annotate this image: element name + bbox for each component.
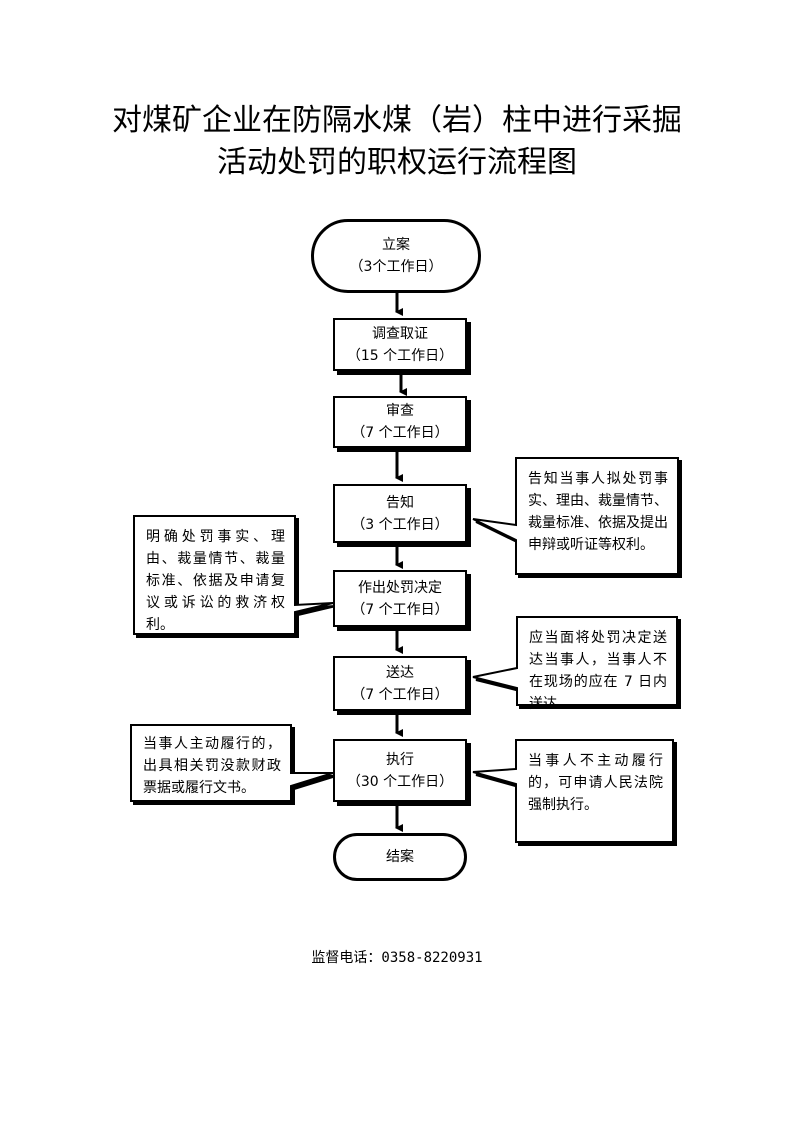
step-lian-label: 立案 bbox=[382, 237, 410, 253]
step-jiean-label: 结案 bbox=[386, 849, 414, 865]
step-zuochu: 作出处罚决定 （7 个工作日） bbox=[333, 570, 467, 627]
step-songda-days: （7 个工作日） bbox=[351, 686, 449, 703]
callout-zuochu bbox=[133, 515, 334, 635]
diagram-title-line-2: 活动处罚的职权运行流程图 bbox=[217, 145, 577, 180]
step-diaocha-days: （15 个工作日） bbox=[346, 347, 454, 364]
step-shencha-label: 审查 bbox=[386, 403, 414, 419]
step-zhixing-label: 执行 bbox=[386, 751, 414, 768]
step-lian: 立案 （3个工作日） bbox=[311, 219, 481, 293]
step-zuochu-days: （7 个工作日） bbox=[351, 601, 449, 618]
step-gaozhi-days: （3 个工作日） bbox=[351, 516, 449, 533]
step-diaocha-label: 调查取证 bbox=[372, 325, 428, 342]
note-songda: 应当面将处罚决定送达当事人，当事人不在现场的应在 7 日内送达。 bbox=[519, 619, 677, 712]
step-shencha: 审查 （7 个工作日） bbox=[333, 396, 467, 448]
note-zuochu: 明确处罚事实、理由、裁量情节、裁量标准、依据及申请复议或诉讼的救济权利。 bbox=[136, 518, 295, 633]
callout-songda bbox=[472, 616, 678, 706]
step-zhixing-days: （30 个工作日） bbox=[346, 773, 454, 790]
step-zhixing: 执行 （30 个工作日） bbox=[333, 739, 467, 802]
note-gaozhi: 告知当事人拟处罚事实、理由、裁量情节、裁量标准、依据及提出申辩或听证等权利。 bbox=[518, 460, 678, 572]
diagram-title-line-1: 对煤矿企业在防隔水煤（岩）柱中进行采掘 bbox=[112, 103, 682, 138]
note-zuochu-text: 明确处罚事实、理由、裁量情节、裁量标准、依据及申请复议或诉讼的救济权利。 bbox=[146, 529, 285, 633]
step-zuochu-label: 作出处罚决定 bbox=[358, 579, 442, 596]
note-zhixing-right: 当事人不主动履行的，可申请人民法院强制执行。 bbox=[518, 742, 673, 840]
step-diaocha: 调查取证 （15 个工作日） bbox=[333, 318, 467, 371]
note-zhixing-left: 当事人主动履行的，出具相关罚没款财政票据或履行文书。 bbox=[133, 727, 291, 799]
note-zhixing-left-text: 当事人主动履行的，出具相关罚没款财政票据或履行文书。 bbox=[143, 736, 281, 796]
step-gaozhi-label: 告知 bbox=[386, 494, 414, 511]
callout-zhixing-right bbox=[472, 739, 674, 843]
step-shencha-days: （7 个工作日） bbox=[351, 425, 449, 441]
note-gaozhi-text: 告知当事人拟处罚事实、理由、裁量情节、裁量标准、依据及提出申辩或听证等权利。 bbox=[528, 471, 668, 553]
supervision-phone: 监督电话：0358-8220931 bbox=[311, 950, 483, 966]
step-gaozhi: 告知 （3 个工作日） bbox=[333, 484, 467, 543]
note-songda-text: 应当面将处罚决定送达当事人，当事人不在现场的应在 7 日内送达。 bbox=[529, 630, 667, 712]
callout-gaozhi bbox=[472, 457, 679, 575]
note-zhixing-right-text: 当事人不主动履行的，可申请人民法院强制执行。 bbox=[528, 753, 663, 813]
step-songda: 送达 （7 个工作日） bbox=[333, 656, 467, 711]
step-lian-days: （3个工作日） bbox=[349, 259, 443, 275]
callout-zhixing-left bbox=[130, 724, 334, 802]
step-jiean: 结案 bbox=[333, 833, 467, 881]
step-songda-label: 送达 bbox=[386, 664, 414, 681]
